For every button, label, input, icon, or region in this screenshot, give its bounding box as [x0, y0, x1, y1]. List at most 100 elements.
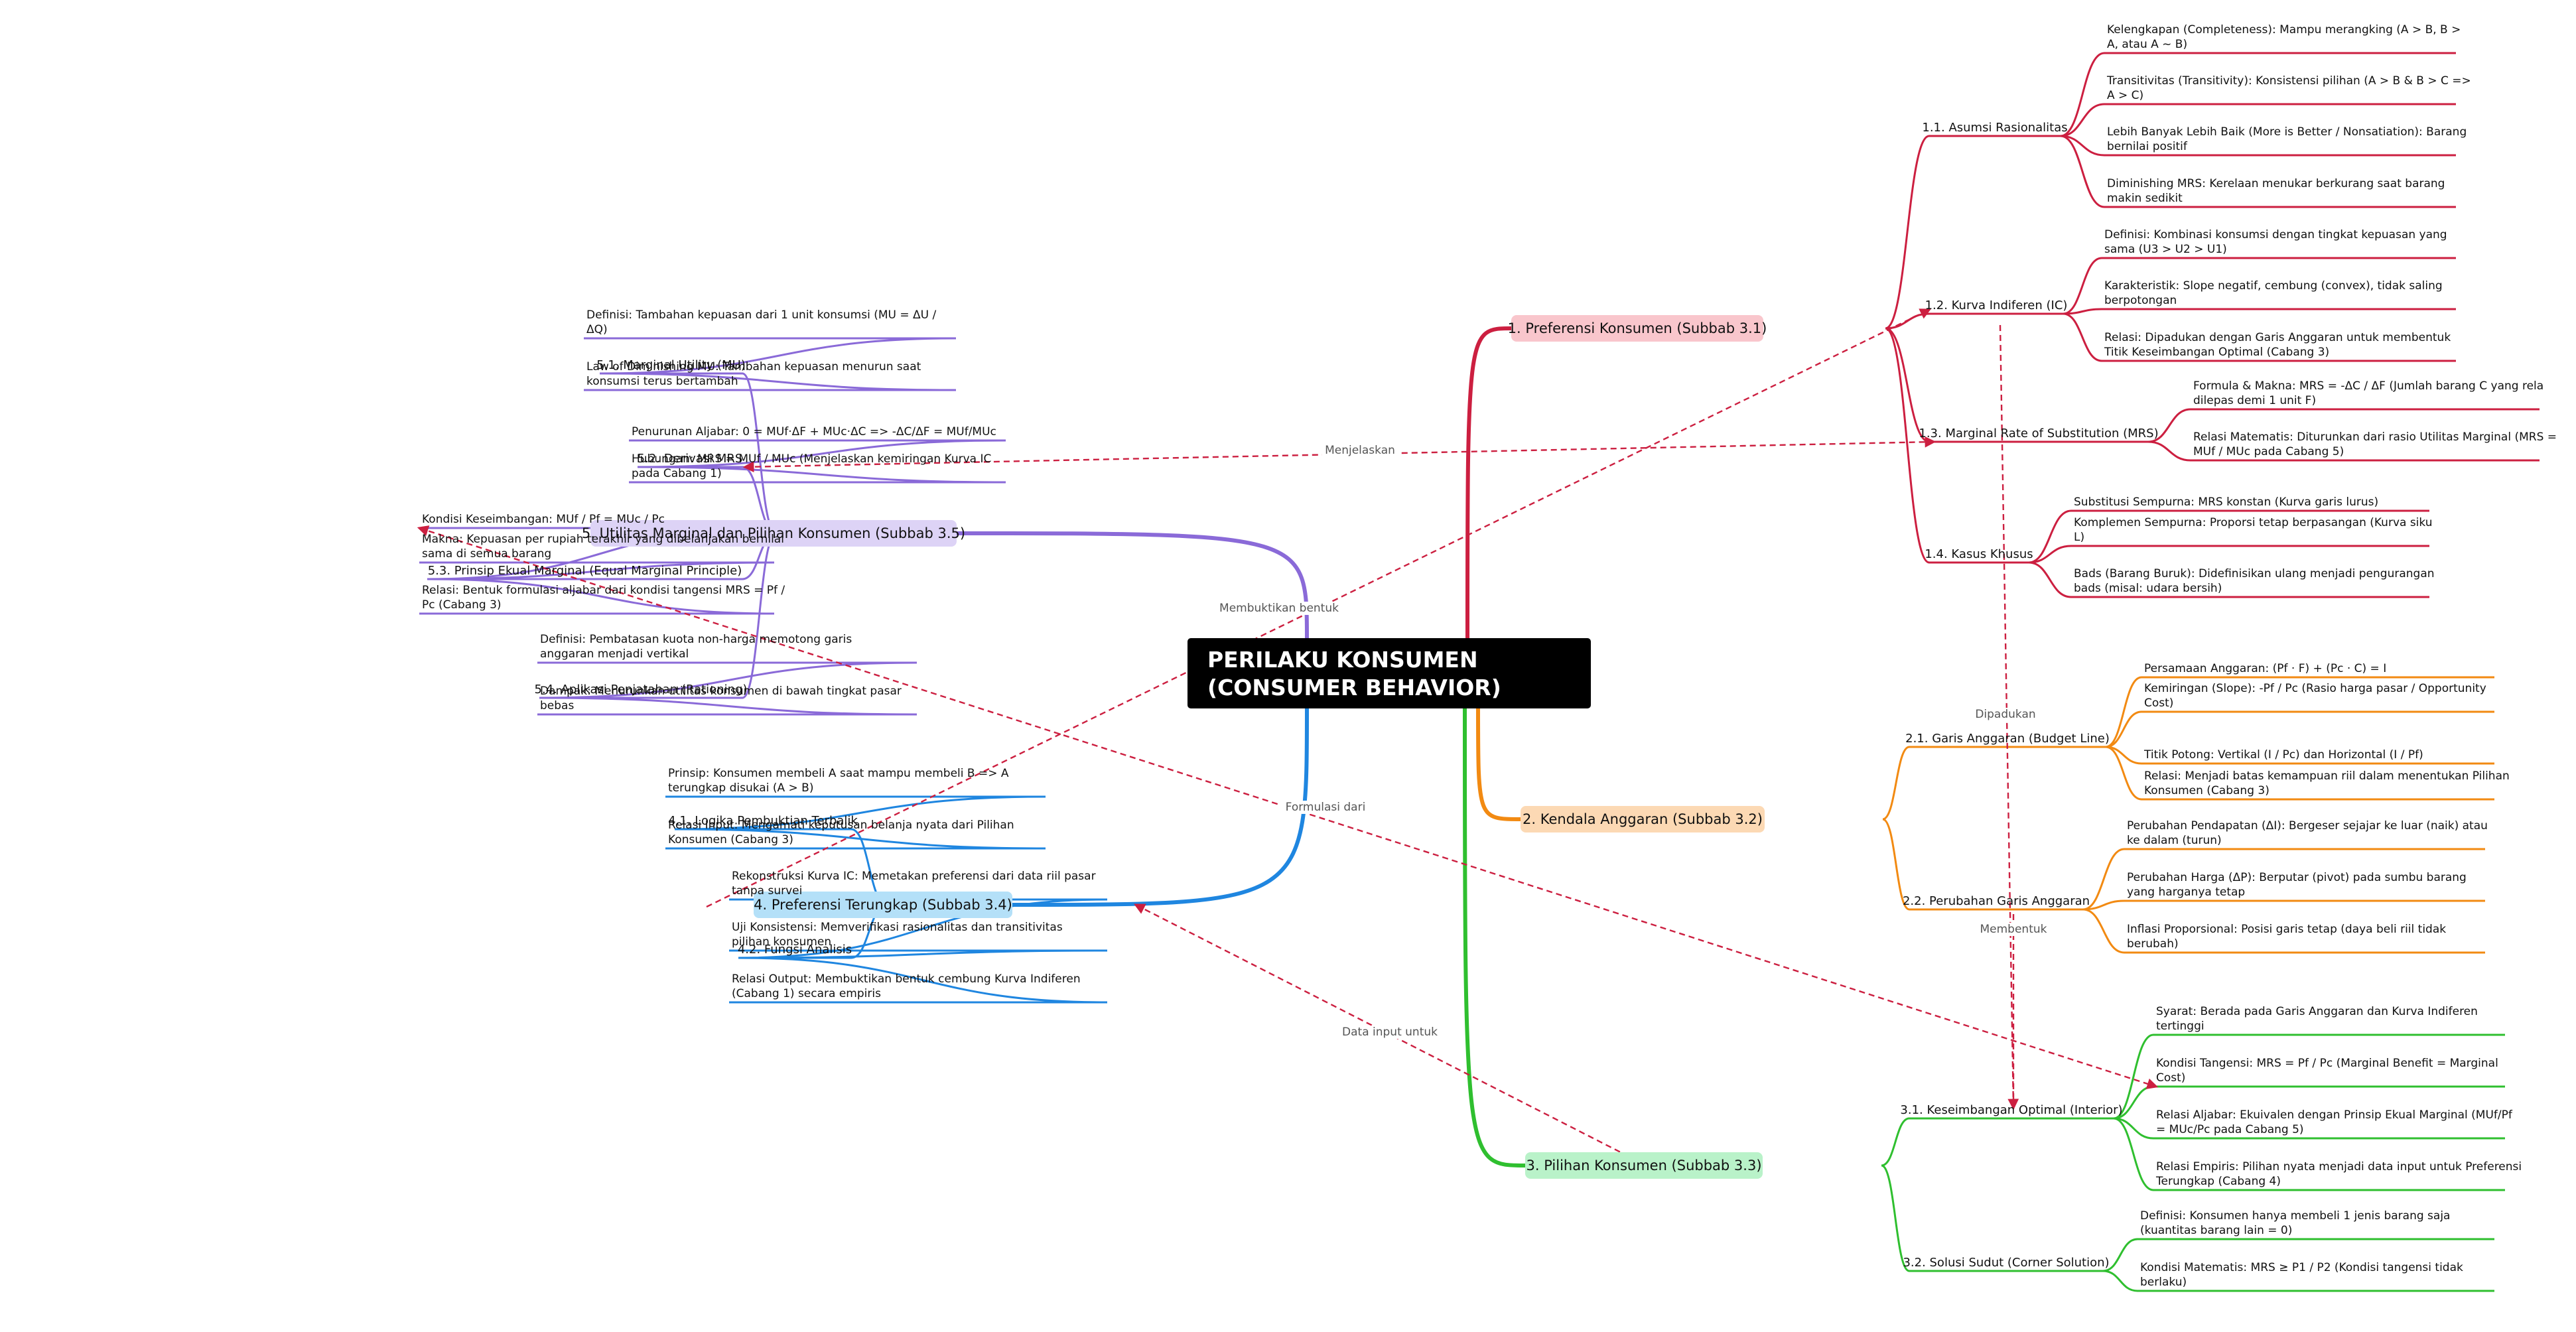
leaf-text-b4-s2-leaf-1-line1: Rekonstruksi Kurva IC: Memetakan prefere… — [732, 870, 1096, 883]
cross-link-3-to-4-label: Data input untuk — [1342, 1026, 1438, 1039]
leaf-text-b3-s2-leaf-2-line2: berlaku) — [2140, 1276, 2187, 1289]
leaf-text-b1-s3-leaf-2-line2: MUf / MUc pada Cabang 5) — [2193, 445, 2344, 458]
leaf-text-b5-s1-leaf-1-line2: ΔQ) — [586, 323, 608, 336]
cross-link-5-3-to-3-1-label-bg — [1278, 801, 1373, 814]
leaf-text-b1-s4-leaf-3-line2: bads (misal: udara bersih) — [2074, 582, 2222, 595]
sub-label-b4-s2[interactable]: 4.2. Fungsi Analisis — [738, 943, 852, 957]
leaf-text-b1-s1-leaf-3-line2: bernilai positif — [2107, 140, 2188, 153]
leaf-text-b3-s1-leaf-3-line1: Relasi Aljabar: Ekuivalen dengan Prinsip… — [2156, 1108, 2513, 1122]
leaf-text-b2-s2-leaf-2-line2: yang harganya tetap — [2127, 886, 2245, 899]
root-title-line2: (CONSUMER BEHAVIOR) — [1207, 675, 1501, 700]
sub-label-b2-s2[interactable]: 2.2. Perubahan Garis Anggaran — [1903, 894, 2090, 908]
leaf-link-b2-s2-leaf-3 — [2082, 908, 2125, 954]
branch-b4-node[interactable]: 4. Preferensi Terungkap (Subbab 3.4) — [754, 892, 1012, 918]
leaf-text-b4-s2-leaf-1-line2: tanpa survei — [732, 884, 802, 898]
branch-b5-node[interactable]: 5. Utilitas Marginal dan Pilihan Konsume… — [582, 520, 965, 547]
leaf-text-b5-s1-leaf-1-line1: Definisi: Tambahan kepuasan dari 1 unit … — [586, 308, 936, 322]
sub-label-b5-s3[interactable]: 5.3. Prinsip Ekual Marginal (Equal Margi… — [428, 564, 742, 578]
cross-link-5-3-to-3-1-label: Formulasi dari — [1286, 801, 1366, 814]
sub-label-b2-s1[interactable]: 2.1. Garis Anggaran (Budget Line) — [1905, 732, 2110, 746]
leaf-text-b1-s4-leaf-2-line1: Komplemen Sempurna: Proporsi tetap berpa… — [2074, 516, 2433, 529]
leaf-text-b2-s2-leaf-3-line1: Inflasi Proporsional: Posisi garis tetap… — [2127, 923, 2446, 936]
leaf-text-b4-s2-leaf-2-line1: Uji Konsistensi: Memverifikasi rasionali… — [732, 921, 1063, 934]
leaf-link-b1-s1-leaf-3 — [2060, 135, 2105, 157]
leaf-text-b4-s1-leaf-2-line2: Konsumen (Cabang 3) — [668, 833, 793, 846]
leaf-text-b4-s2-leaf-2-line2: pilihan konsumen — [732, 935, 831, 949]
leaf-text-b2-s2-leaf-1-line1: Perubahan Pendapatan (ΔI): Bergeser seja… — [2127, 819, 2488, 832]
sub-label-b1-s2[interactable]: 1.2. Kurva Indiferen (IC) — [1925, 299, 2068, 312]
leaf-text-b3-s1-leaf-2-line2: Cost) — [2156, 1071, 2185, 1085]
sub-label-b5-s1[interactable]: 5.1. Marginal Utility (MU) — [596, 358, 746, 372]
leaf-link-b1-s1-leaf-1 — [2060, 52, 2105, 137]
leaf-text-b5-s4-leaf-2-line1: Dampak: Menurunkan utilitas konsumen di … — [540, 685, 902, 698]
leaf-text-b4-s2-leaf-3-line1: Relasi Output: Membuktikan bentuk cembun… — [732, 972, 1081, 986]
leaf-link-b1-s1-leaf-2 — [2060, 103, 2105, 137]
sub-label-b4-s1[interactable]: 4.1. Logika Pembuktian Terbalik — [668, 814, 858, 828]
sub-label-b3-s2[interactable]: 3.2. Solusi Sudut (Corner Solution) — [1903, 1256, 2109, 1270]
leaf-text-b4-s2-leaf-3-line2: (Cabang 1) secara empiris — [732, 987, 881, 1000]
leaf-text-b3-s2-leaf-1-line1: Definisi: Konsumen hanya membeli 1 jenis… — [2140, 1209, 2450, 1223]
leaf-link-b5-s4-leaf-2 — [539, 697, 917, 716]
leaf-text-b1-s3-leaf-2-line1: Relasi Matematis: Diturunkan dari rasio … — [2193, 431, 2557, 444]
sub-label-b1-s1[interactable]: 1.1. Asumsi Rasionalitas — [1922, 121, 2067, 135]
leaf-text-b3-s1-leaf-2-line1: Kondisi Tangensi: MRS = Pf / Pc (Margina… — [2156, 1057, 2498, 1070]
leaf-link-b1-s2-leaf-2 — [2063, 308, 2102, 315]
sub-label-b3-s1[interactable]: 3.1. Keseimbangan Optimal (Interior) — [1900, 1103, 2122, 1117]
leaf-text-b5-s2-leaf-1-line1: Penurunan Aljabar: 0 = MUf·ΔF + MUc·ΔC =… — [632, 425, 996, 438]
branch-b5-box — [590, 520, 957, 547]
branch-b3-box — [1525, 1152, 1763, 1179]
leaf-text-b1-s2-leaf-2-line1: Karakteristik: Slope negatif, cembung (c… — [2104, 279, 2443, 293]
sub-link-b3-s1 — [1881, 1117, 1910, 1167]
leaf-text-b5-s3-leaf-2-line2: sama di semua barang — [422, 547, 551, 561]
leaf-text-b3-s2-leaf-2-line1: Kondisi Matematis: MRS ≥ P1 / P2 (Kondis… — [2140, 1261, 2463, 1274]
leaf-link-b1-s3-leaf-1 — [2147, 408, 2191, 443]
branch-b1-node[interactable]: 1. Preferensi Konsumen (Subbab 3.1) — [1508, 315, 1767, 342]
leaf-text-b1-s1-leaf-2-line2: A > C) — [2107, 89, 2143, 102]
leaf-link-b1-s3-leaf-2 — [2147, 440, 2191, 462]
cross-link-5-2-to-1-3-label-bg — [1322, 444, 1398, 457]
branch-b2-link — [1476, 708, 1521, 821]
leaf-text-b2-s1-leaf-1-line1: Persamaan Anggaran: (Pf · F) + (Pc · C) … — [2144, 662, 2386, 675]
leaf-text-b5-s2-leaf-2-line2: pada Cabang 1) — [632, 467, 722, 480]
leaf-link-b1-s2-leaf-1 — [2063, 257, 2102, 315]
cross-link-2-2-to-3-1-label-bg — [1982, 923, 2045, 936]
leaf-link-b3-s2-leaf-2 — [2102, 1270, 2138, 1292]
leaf-text-b3-s2-leaf-1-line2: (kuantitas barang lain = 0) — [2140, 1224, 2292, 1237]
cross-link-5-2-to-1-3-label: Menjelaskan — [1325, 444, 1395, 457]
branch-b1-label: 1. Preferensi Konsumen (Subbab 3.1) — [1508, 320, 1767, 336]
leaf-text-b2-s1-leaf-4-line2: Konsumen (Cabang 3) — [2144, 784, 2270, 797]
cross-link-1-2-to-3-1-label-bg — [1974, 708, 2037, 721]
root-node[interactable]: PERILAKU KONSUMEN(CONSUMER BEHAVIOR) — [1187, 638, 1591, 708]
leaf-text-b1-s1-leaf-4-line2: makin sedikit — [2107, 192, 2183, 205]
leaf-text-b5-s2-leaf-2-line1: Hubungan: MRS = MUf / MUc (Menjelaskan k… — [632, 452, 991, 466]
branch-b2-node[interactable]: 2. Kendala Anggaran (Subbab 3.2) — [1521, 806, 1765, 832]
sub-label-b5-s4[interactable]: 5.4. Aplikasi Penjatahan (Rationing) — [535, 683, 748, 697]
leaf-text-b5-s3-leaf-3-line2: Pc (Cabang 3) — [422, 598, 502, 612]
leaf-text-b5-s1-leaf-2-line1: Law of Diminishing MU: Tambahan kepuasan… — [586, 360, 921, 373]
leaf-text-b4-s1-leaf-1-line1: Prinsip: Konsumen membeli A saat mampu m… — [668, 767, 1009, 780]
leaf-text-b5-s1-leaf-2-line2: konsumsi terus bertambah — [586, 375, 738, 388]
leaf-link-b1-s2-leaf-3 — [2063, 312, 2102, 362]
leaf-text-b3-s1-leaf-4-line2: Terungkap (Cabang 4) — [2155, 1175, 2281, 1188]
leaf-text-b1-s1-leaf-3-line1: Lebih Banyak Lebih Baik (More is Better … — [2107, 125, 2467, 139]
branch-b3-link — [1463, 708, 1526, 1167]
branch-b1-link — [1465, 326, 1512, 639]
sub-link-b1-s4 — [1885, 327, 1930, 564]
sub-label-b1-s4[interactable]: 1.4. Kasus Khusus — [1925, 547, 2033, 561]
sub-link-b2-s1 — [1882, 746, 1910, 821]
branch-b3-node[interactable]: 3. Pilihan Konsumen (Subbab 3.3) — [1525, 1152, 1763, 1179]
leaf-text-b1-s1-leaf-1-line1: Kelengkapan (Completeness): Mampu merang… — [2107, 23, 2461, 36]
cross-link-4-2-to-1-2-label-bg — [1219, 602, 1339, 615]
cross-link-4-2-to-1-2-label: Membuktikan bentuk — [1219, 602, 1339, 615]
leaf-link-b5-s1-leaf-1 — [599, 337, 957, 375]
sub-label-b1-s3[interactable]: 1.3. Marginal Rate of Substitution (MRS) — [1919, 427, 2158, 440]
branch-b5-label: 5. Utilitas Marginal dan Pilihan Konsume… — [582, 525, 965, 541]
leaf-text-b1-s1-leaf-1-line2: A, atau A ~ B) — [2107, 38, 2187, 51]
sub-label-b5-s2[interactable]: 5.2. Derivasi MRS — [638, 452, 743, 466]
leaf-text-b1-s4-leaf-2-line2: L) — [2074, 531, 2084, 544]
leaf-link-b3-s1-leaf-4 — [2113, 1117, 2154, 1191]
leaf-text-b2-s1-leaf-3-line1: Titik Potong: Vertikal (I / Pc) dan Hori… — [2143, 748, 2423, 762]
leaf-text-b1-s2-leaf-1-line2: sama (U3 > U2 > U1) — [2104, 243, 2227, 256]
leaf-text-b1-s4-leaf-1-line1: Substitusi Sempurna: MRS konstan (Kurva … — [2074, 496, 2378, 509]
